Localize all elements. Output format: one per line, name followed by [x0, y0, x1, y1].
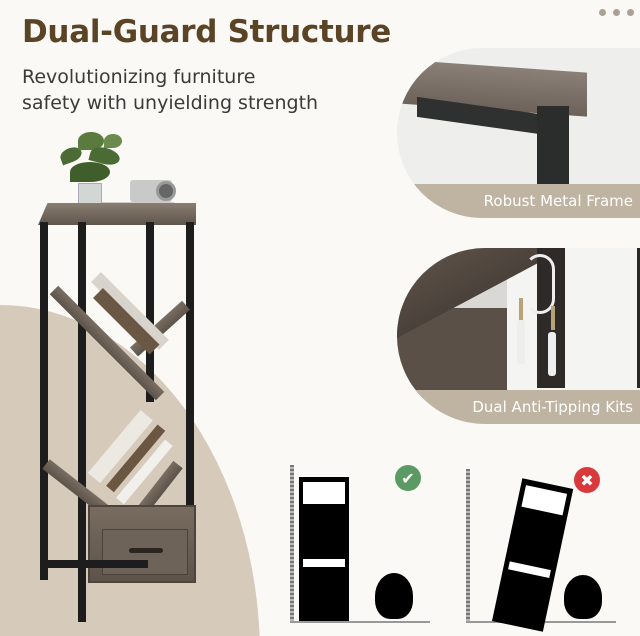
diagram-anchored: ✔: [285, 465, 445, 625]
carousel-dot[interactable]: [613, 9, 620, 16]
screw-icon: [551, 306, 555, 330]
feature-caption: Dual Anti-Tipping Kits: [397, 390, 640, 424]
strap-icon: [525, 254, 555, 314]
plant-icon: [50, 128, 130, 190]
metal-leg: [537, 106, 569, 186]
diagram-tipping: ✖: [462, 465, 637, 632]
feature-card-metal-frame: Robust Metal Frame: [397, 48, 640, 218]
subtitle-line-2: safety with unyielding strength: [22, 92, 319, 114]
drawer-handle: [129, 548, 163, 553]
page-title: Dual-Guard Structure: [22, 14, 391, 50]
subtitle: Revolutionizing furniture safety with un…: [22, 64, 318, 116]
camera-icon: [130, 180, 176, 202]
carousel-dots: [599, 9, 634, 16]
carousel-dot[interactable]: [599, 9, 606, 16]
feature-caption: Robust Metal Frame: [397, 184, 640, 218]
screw-icon: [519, 298, 523, 322]
anchor-icon: [517, 320, 525, 364]
check-icon: ✔: [395, 465, 421, 491]
carousel-dot[interactable]: [627, 9, 634, 16]
subtitle-line-1: Revolutionizing furniture: [22, 66, 256, 88]
feature-card-anti-tipping: Dual Anti-Tipping Kits: [397, 248, 640, 424]
child-silhouette: [375, 573, 413, 619]
drawer: [88, 505, 196, 583]
anchor-icon: [548, 332, 556, 376]
child-silhouette: [564, 575, 602, 619]
bookshelf-illustration: [38, 200, 198, 622]
x-icon: ✖: [574, 467, 600, 493]
